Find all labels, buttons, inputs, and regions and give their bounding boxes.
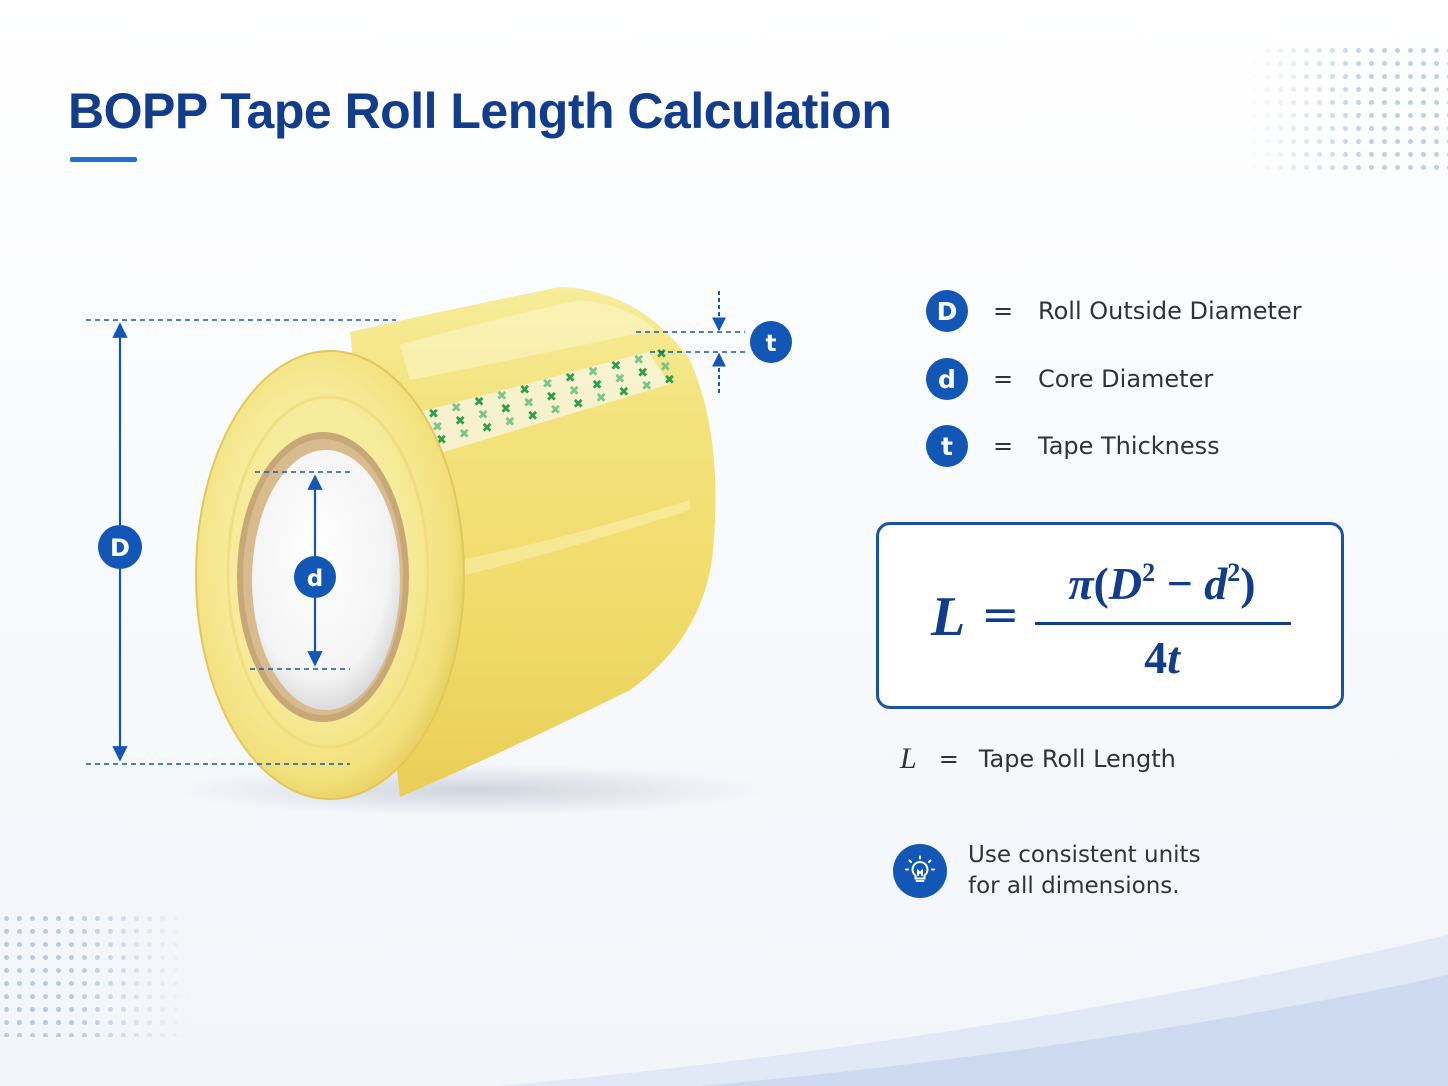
formula-denominator: 4t — [1037, 631, 1287, 684]
length-definition: L = Tape Roll Length — [900, 742, 1176, 776]
formula-exp-d: 2 — [1227, 558, 1241, 587]
decorative-dots-bottom-left — [0, 912, 190, 1037]
tip-text: Use consistent units for all dimensions. — [968, 840, 1201, 902]
formula-box: L = π(D2 − d2) 4t — [876, 522, 1344, 709]
legend-badge-D: D — [926, 290, 968, 332]
page-title: BOPP Tape Roll Length Calculation — [68, 83, 892, 139]
print-mark: ✖ — [496, 389, 507, 404]
formula-fraction-bar — [1035, 622, 1291, 625]
legend-badge-d: d — [926, 358, 968, 400]
printed-band-background — [412, 352, 670, 456]
print-mark: ✖ — [618, 385, 629, 400]
print-mark: ✖ — [542, 377, 553, 392]
print-mark: ✖ — [478, 408, 489, 423]
print-mark: ✖ — [504, 415, 515, 430]
print-mark: ✖ — [482, 421, 493, 436]
formula-D: D — [1108, 558, 1143, 609]
core-diameter-badge — [294, 556, 336, 598]
print-mark: ✖ — [569, 384, 580, 399]
print-mark: ✖ — [610, 359, 621, 374]
formula-minus: − — [1155, 558, 1205, 609]
print-mark: ✖ — [436, 433, 447, 448]
formula-equals: = — [981, 587, 1020, 641]
length-symbol: L — [900, 742, 917, 775]
legend-label-core-diameter: Core Diameter — [1038, 365, 1214, 393]
formula-open-paren: ( — [1093, 558, 1109, 609]
print-mark: ✖ — [656, 347, 667, 362]
print-mark: ✖ — [519, 383, 530, 398]
legend-equals: = — [992, 432, 1014, 460]
legend-label-outside-diameter: Roll Outside Diameter — [1038, 297, 1302, 325]
print-mark: ✖ — [428, 407, 439, 422]
title-underline — [70, 157, 137, 162]
decorative-dots-top-right — [1248, 44, 1448, 172]
print-mark: ✖ — [592, 378, 603, 393]
legend-equals: = — [992, 365, 1014, 393]
decorative-swoosh-inner — [700, 975, 1448, 1086]
print-mark: ✖ — [451, 401, 462, 416]
print-mark: ✖ — [596, 391, 607, 406]
formula-exp-D: 2 — [1142, 558, 1156, 587]
legend-label-thickness: Tape Thickness — [1038, 432, 1220, 460]
printed-tape-band: ✖✖✖✖✖✖✖✖✖✖✖✖✖✖✖✖✖✖✖✖✖✖✖✖✖✖✖✖✖✖✖✖✖ — [412, 347, 675, 456]
print-mark: ✖ — [660, 360, 671, 375]
print-mark: ✖ — [637, 366, 648, 381]
core-diameter-label: d — [307, 566, 323, 592]
print-mark: ✖ — [588, 365, 599, 380]
formula-coef: 4 — [1144, 632, 1168, 683]
lightbulb-icon — [893, 844, 947, 898]
formula-lhs: L — [931, 586, 966, 648]
roll-highlight-lower — [460, 500, 690, 575]
print-mark: ✖ — [633, 353, 644, 368]
roll-shadow — [170, 764, 770, 816]
print-mark: ✖ — [573, 397, 584, 412]
print-mark: ✖ — [565, 371, 576, 386]
thickness-label: t — [766, 331, 777, 357]
tip-line-1: Use consistent units — [968, 842, 1201, 868]
legend-row-outside-diameter: D = Roll Outside Diameter — [926, 290, 1302, 332]
roll-highlight — [400, 300, 655, 380]
formula-t: t — [1167, 632, 1180, 683]
print-mark: ✖ — [432, 420, 443, 435]
print-mark: ✖ — [641, 379, 652, 394]
thickness-badge — [750, 321, 792, 363]
formula-close-paren: ) — [1240, 558, 1256, 609]
outside-diameter-badge — [98, 525, 142, 569]
legend-badge-t: t — [926, 425, 968, 467]
length-label: Tape Roll Length — [978, 745, 1176, 773]
formula-d: d — [1204, 558, 1228, 609]
outside-diameter-label: D — [110, 534, 130, 562]
formula-pi: π — [1068, 558, 1094, 609]
length-equals: = — [938, 745, 959, 773]
print-mark: ✖ — [455, 414, 466, 429]
print-mark: ✖ — [546, 390, 557, 405]
formula-numerator: π(D2 − d2) — [1037, 557, 1287, 610]
print-mark: ✖ — [474, 395, 485, 410]
print-mark: ✖ — [550, 403, 561, 418]
print-mark: ✖ — [614, 372, 625, 387]
print-mark: ✖ — [500, 402, 511, 417]
print-mark: ✖ — [459, 427, 470, 442]
roll-face-ring — [226, 395, 430, 749]
legend-row-core-diameter: d = Core Diameter — [926, 358, 1213, 400]
print-mark: ✖ — [527, 409, 538, 424]
tip-line-2: for all dimensions. — [968, 873, 1180, 899]
print-mark: ✖ — [523, 396, 534, 411]
legend-row-thickness: t = Tape Thickness — [926, 425, 1220, 467]
legend-equals: = — [992, 297, 1014, 325]
print-mark: ✖ — [664, 373, 675, 388]
